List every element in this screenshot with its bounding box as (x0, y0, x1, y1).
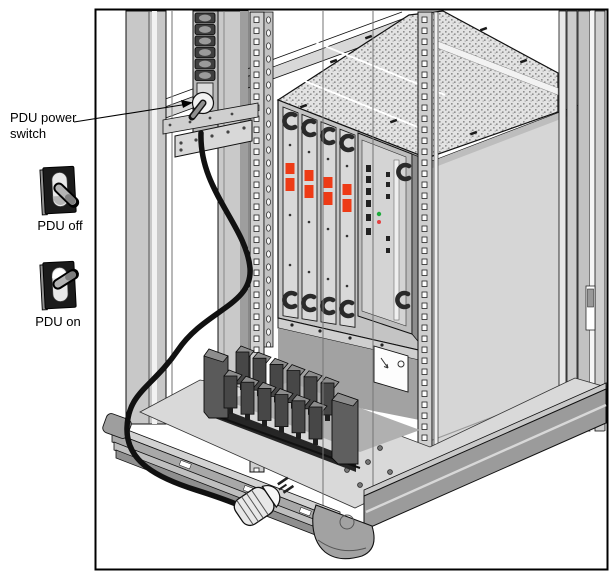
compute-card (321, 121, 337, 325)
callout-pdu-power-switch: PDU power switch (10, 110, 77, 141)
pdu-on-switch-icon (39, 260, 79, 311)
figure-frame (94, 8, 609, 571)
io-module (357, 132, 413, 335)
door-latch-slot (585, 285, 596, 331)
pdu-power-switch (188, 91, 215, 121)
label-pdu-on: PDU on (35, 314, 81, 329)
rack-rail-left-inner (263, 11, 274, 348)
base-skirt-right (363, 382, 607, 531)
base-skirt-left (111, 423, 345, 547)
terminal-block-assembly (203, 345, 361, 472)
corner-bumper (312, 504, 375, 560)
status-led-green (376, 211, 382, 217)
pdu-mounting-bracket (162, 102, 259, 158)
compute-card (283, 106, 299, 319)
power-plug (233, 476, 295, 527)
power-cable (124, 130, 253, 507)
rack-rail-right (417, 11, 433, 475)
pdu-off-switch-icon (39, 165, 80, 216)
pdu-outlets (194, 12, 216, 81)
leader-line (73, 100, 193, 123)
status-led-red (377, 220, 381, 224)
card-cage (277, 99, 428, 363)
rack-rail-right-trim (433, 11, 439, 468)
compute-card (340, 128, 356, 328)
rack-post-left-rear (125, 10, 173, 425)
mask (112, 462, 344, 567)
rack-post-right (558, 10, 606, 432)
label-pdu-off: PDU off (37, 218, 83, 233)
mask (360, 428, 612, 567)
compute-card (302, 113, 318, 322)
ground-lug-plate (373, 345, 409, 393)
